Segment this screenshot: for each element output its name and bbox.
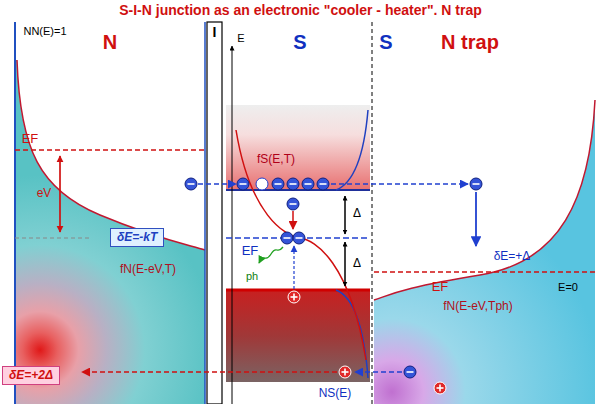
carrier-transitions-part bbox=[185, 178, 197, 190]
n-metal-region-part bbox=[15, 149, 205, 151]
energy-label: δE=+2Δ bbox=[9, 369, 53, 382]
carrier-transitions-part bbox=[355, 371, 402, 373]
carrier-transitions-part bbox=[256, 178, 268, 190]
annotation-label: EF bbox=[22, 132, 39, 146]
carrier-transitions-part bbox=[198, 183, 236, 185]
superconductor-region-part bbox=[345, 242, 346, 286]
carrier-transitions-part bbox=[272, 178, 284, 190]
n-trap-region-part bbox=[374, 100, 595, 300]
n-metal-region-part bbox=[17, 60, 205, 250]
superconductor-region-part bbox=[345, 196, 346, 234]
carrier-transitions-part bbox=[317, 178, 329, 190]
carrier-transitions bbox=[82, 178, 482, 394]
superconductor-region-part bbox=[226, 290, 370, 382]
carrier-transitions-part bbox=[302, 178, 314, 190]
superconductor-region-part bbox=[345, 196, 346, 234]
superconductor-panel: S bbox=[226, 22, 370, 404]
carrier-transitions-part bbox=[287, 198, 299, 210]
superconductor-region-part bbox=[232, 46, 233, 404]
carrier-transitions-part bbox=[82, 371, 337, 373]
carrier-transitions-part bbox=[292, 211, 294, 229]
insulator-panel: I bbox=[207, 22, 222, 404]
diagram-title: S-I-N junction as an electronic "cooler … bbox=[0, 2, 601, 18]
carrier-transitions-part bbox=[287, 178, 299, 190]
energy-box: δE=+2Δ bbox=[2, 366, 60, 385]
n-metal-region-part bbox=[15, 238, 92, 239]
superconductor-region-part bbox=[345, 242, 346, 286]
region-name: S bbox=[293, 31, 306, 53]
n-trap-region bbox=[372, 22, 595, 404]
n-trap-region-part bbox=[374, 271, 595, 273]
carrier-transitions-part bbox=[259, 247, 283, 263]
annotation-label: δE=+Δ bbox=[494, 250, 531, 263]
n-metal-region-part bbox=[59, 156, 60, 232]
insulator-barrier-part bbox=[207, 22, 222, 404]
n-trap-region-part bbox=[374, 100, 595, 404]
annotation-label: E=0 bbox=[558, 281, 578, 293]
n-metal-region-part bbox=[14, 22, 16, 404]
region-name: N bbox=[103, 31, 117, 53]
n-metal-region-part bbox=[59, 156, 60, 232]
annotation-label: fN(E-eV,Tph) bbox=[443, 300, 513, 313]
carrier-transitions-part bbox=[237, 178, 249, 190]
annotation-label: ph bbox=[246, 270, 258, 282]
carrier-transitions-part bbox=[339, 366, 351, 378]
annotation-label: Δ bbox=[353, 257, 361, 270]
superconductor-region bbox=[226, 46, 370, 404]
n-metal-region-part bbox=[15, 60, 205, 404]
annotation-label: E bbox=[237, 32, 244, 44]
n-trap-panel: N trap bbox=[374, 22, 595, 404]
carrier-transitions-part bbox=[475, 192, 477, 246]
annotation-label: S bbox=[379, 31, 392, 53]
carrier-transitions-part bbox=[293, 246, 294, 289]
annotation-label: NS(E) bbox=[319, 387, 352, 400]
annotation-label: fN(E-eV,T) bbox=[120, 263, 176, 276]
carrier-transitions-part bbox=[434, 382, 446, 394]
carrier-transitions-part bbox=[404, 366, 416, 378]
energy-box: δE=-kT bbox=[110, 228, 164, 247]
carrier-transitions-part bbox=[293, 232, 305, 244]
superconductor-region-part bbox=[236, 130, 366, 360]
n-metal-region bbox=[15, 22, 205, 404]
carrier-transitions-part bbox=[281, 232, 293, 244]
annotation-label: EF bbox=[242, 244, 259, 258]
annotation-label: fS(E,T) bbox=[257, 153, 295, 166]
superconductor-region-part bbox=[336, 110, 368, 190]
energy-label: δE=-kT bbox=[117, 231, 157, 244]
annotation-label: EF bbox=[432, 280, 449, 294]
annotation-label: Δ bbox=[353, 207, 361, 220]
carrier-transitions-part bbox=[470, 178, 482, 190]
carrier-transitions-part bbox=[288, 291, 300, 303]
carrier-transitions-part bbox=[331, 183, 468, 185]
region-name: N trap bbox=[441, 31, 499, 53]
annotation-label: NN(E)=1 bbox=[23, 25, 66, 37]
annotation-label: eV bbox=[37, 187, 52, 200]
n-metal-region-part bbox=[204, 22, 206, 404]
n-trap-region-part bbox=[372, 22, 373, 404]
superconductor-region-part bbox=[226, 189, 370, 191]
insulator-barrier bbox=[207, 22, 222, 404]
region-name: I bbox=[213, 25, 217, 40]
n-metal-panel: NδE=-kT bbox=[15, 22, 205, 404]
